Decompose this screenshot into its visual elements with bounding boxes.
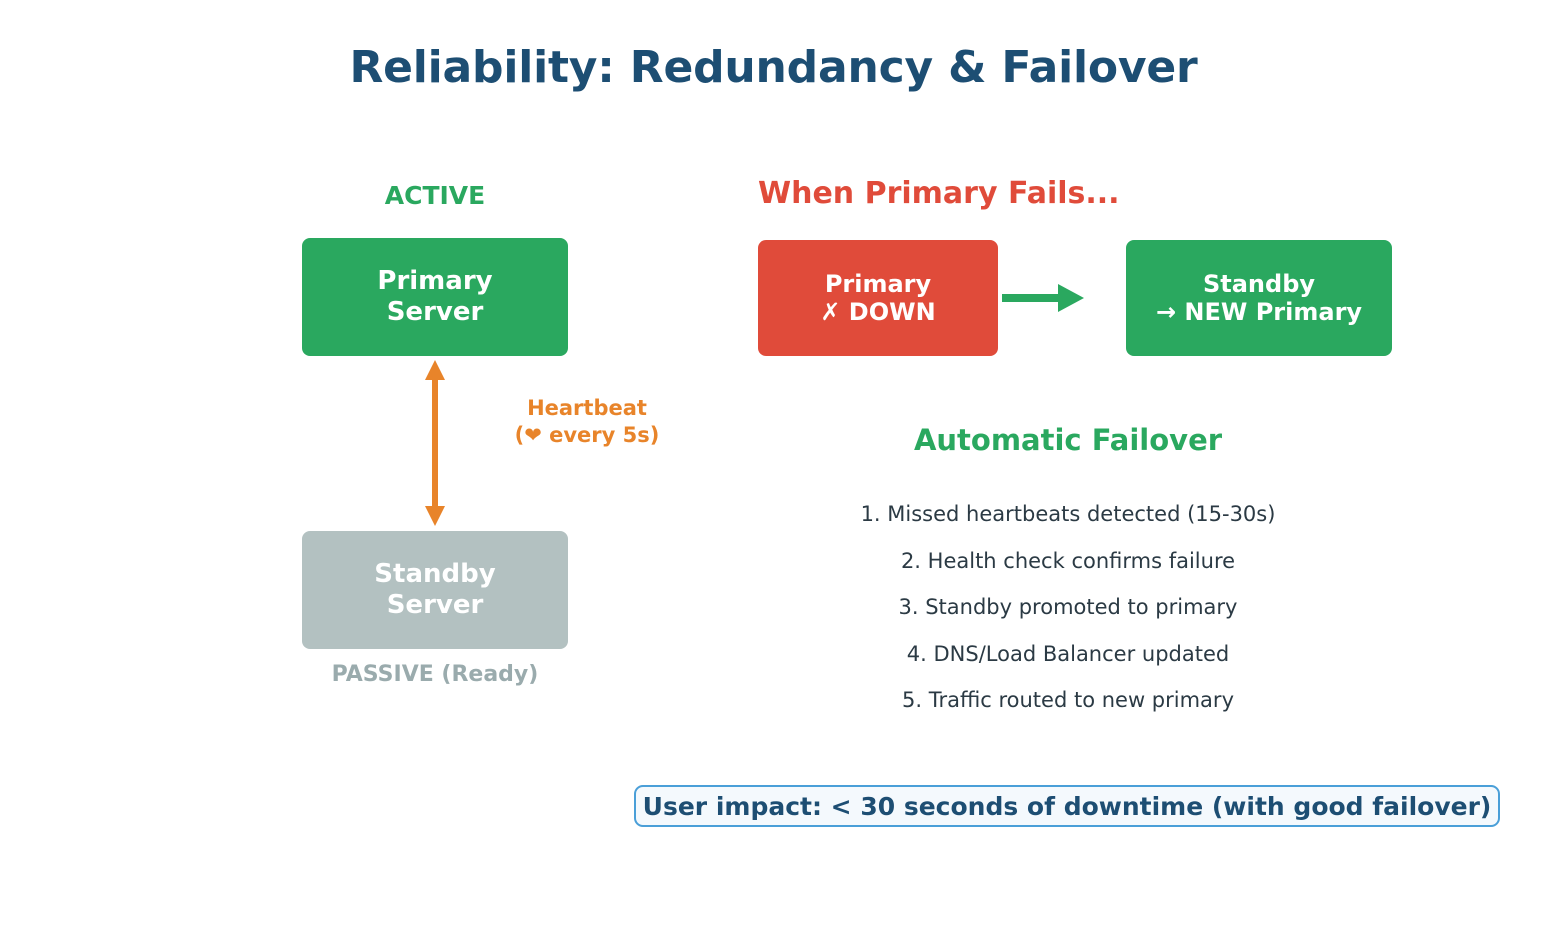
list-item: 3. Standby promoted to primary	[898, 595, 1238, 619]
primary-down-box: Primary ✗ DOWN	[758, 240, 998, 356]
heartbeat-line1: Heartbeat	[527, 396, 647, 420]
list-item: 5. Traffic routed to new primary	[902, 688, 1234, 712]
new-primary-line2: → NEW Primary	[1155, 298, 1363, 326]
passive-status-label: PASSIVE (Ready)	[331, 662, 539, 687]
heartbeat-double-arrow-icon	[425, 360, 445, 526]
primary-server-line2: Server	[386, 297, 484, 327]
primary-down-line1: Primary	[824, 269, 932, 298]
list-item: 1. Missed heartbeats detected (15-30s)	[860, 502, 1276, 526]
automatic-failover-heading: Automatic Failover	[913, 423, 1223, 457]
list-item: 2. Health check confirms failure	[900, 548, 1236, 573]
page-title: Reliability: Redundancy & Failover	[349, 42, 1198, 93]
failover-arrow-icon	[1002, 284, 1084, 312]
standby-server-box: Standby Server	[302, 531, 568, 649]
failover-steps-list: 1. Missed heartbeats detected (15-30s) 2…	[760, 498, 1376, 731]
standby-server-line2: Server	[386, 590, 484, 620]
new-primary-box: Standby → NEW Primary	[1126, 240, 1392, 356]
active-status-label: ACTIVE	[384, 181, 486, 210]
primary-down-line2: ✗ DOWN	[820, 298, 936, 326]
primary-server-box: Primary Server	[302, 238, 568, 356]
primary-server-line1: Primary	[377, 266, 493, 297]
heartbeat-label: Heartbeat (❤ every 5s)	[468, 395, 706, 449]
when-primary-fails-heading: When Primary Fails...	[758, 176, 1120, 211]
standby-server-line1: Standby	[374, 559, 496, 590]
user-impact-banner: User impact: < 30 seconds of downtime (w…	[634, 785, 1500, 827]
list-item: 4. DNS/Load Balancer updated	[906, 641, 1230, 666]
heartbeat-line2: (❤ every 5s)	[514, 422, 660, 447]
new-primary-line1: Standby	[1202, 269, 1316, 298]
